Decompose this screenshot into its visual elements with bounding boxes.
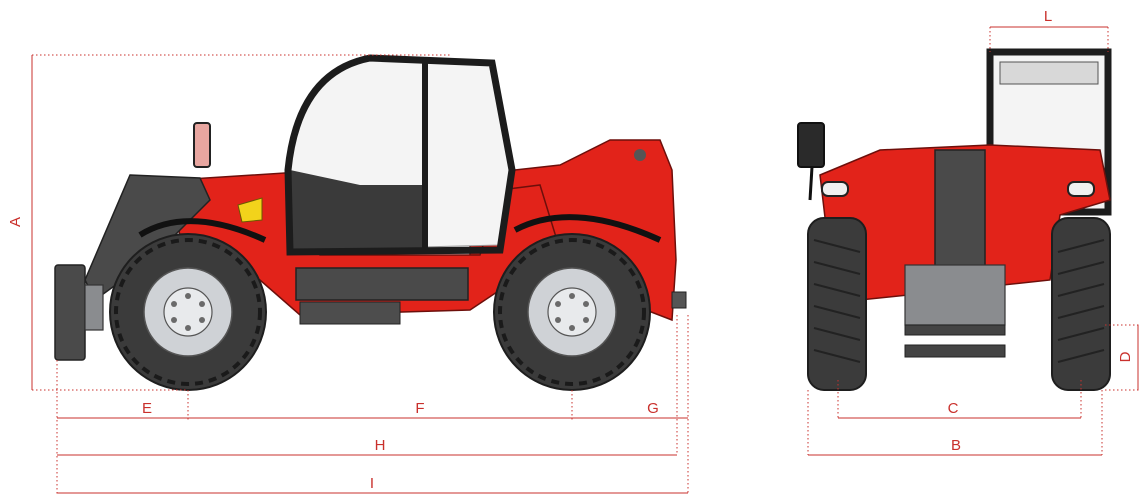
dimension-lines <box>31 26 1139 495</box>
side-view-telehandler <box>54 54 687 391</box>
dim-label-l: L <box>1044 8 1052 25</box>
front-view-telehandler <box>797 48 1112 391</box>
dim-label-d: D <box>1117 351 1134 362</box>
dim-label-g: G <box>647 400 659 417</box>
dim-label-i: I <box>370 475 374 492</box>
dim-label-e: E <box>142 400 152 417</box>
dim-label-c: C <box>948 400 959 417</box>
dim-label-h: H <box>375 437 386 454</box>
dim-label-f: F <box>415 400 424 417</box>
dim-label-b: B <box>951 437 961 454</box>
dim-label-a: A <box>7 217 24 227</box>
